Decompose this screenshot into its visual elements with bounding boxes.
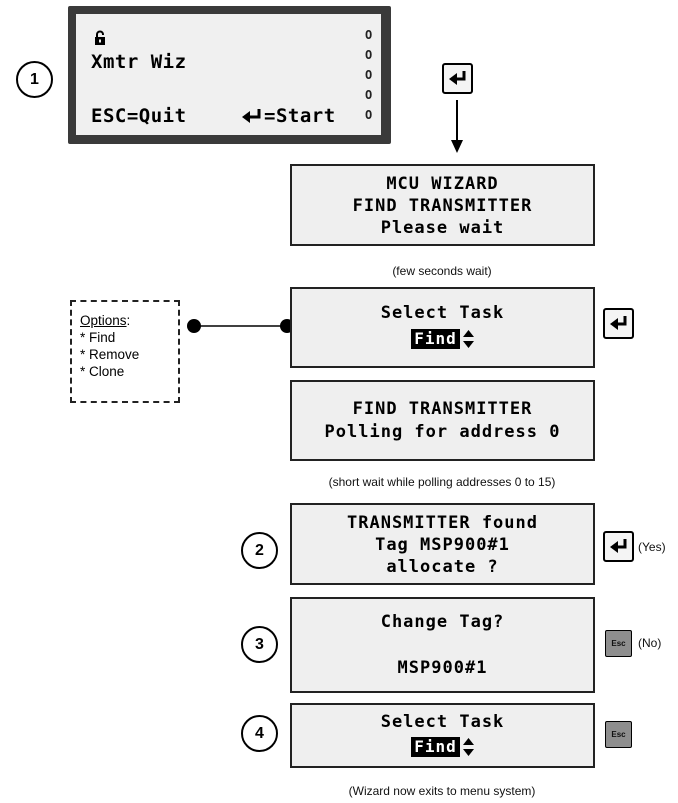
option-item-clone: * Clone: [80, 364, 125, 379]
answer-yes: (Yes): [638, 540, 666, 554]
screen-select-task: Select Task Find: [290, 287, 595, 368]
step-number-3: 3: [241, 626, 278, 663]
options-title: Options: [80, 313, 127, 328]
task-option-find: Find: [411, 736, 460, 757]
caption-short-wait: (short wait while polling addresses 0 to…: [328, 475, 556, 489]
screen-change-tag: Change Tag? MSP900#1: [290, 597, 595, 693]
caption-exit: (Wizard now exits to menu system): [348, 784, 536, 798]
status-led-4: O: [365, 88, 373, 102]
option-item-find: * Find: [80, 330, 116, 345]
screen-line: Tag MSP900#1: [375, 535, 510, 555]
enter-key-button[interactable]: [442, 63, 473, 94]
screen-line: Polling for address 0: [324, 422, 561, 442]
enter-key-icon: [448, 71, 465, 85]
esc-key-icon: Esc: [611, 730, 626, 739]
device-title: Xmtr Wiz: [91, 51, 187, 73]
up-down-arrow-icon: [462, 329, 474, 348]
enter-arrow-icon: [242, 109, 261, 123]
task-option-find: Find: [411, 328, 460, 349]
esc-key-button[interactable]: Esc: [605, 630, 632, 657]
enter-key-button[interactable]: [603, 531, 634, 562]
screen-line: Change Tag?: [380, 612, 505, 632]
screen-transmitter-found: TRANSMITTER found Tag MSP900#1 allocate …: [290, 503, 595, 585]
device-start-label: =Start: [264, 105, 336, 127]
status-led-1: O: [365, 28, 373, 42]
screen-line: FIND TRANSMITTER: [352, 196, 533, 216]
esc-key-icon: Esc: [611, 639, 626, 648]
screen-line: TRANSMITTER found: [347, 513, 538, 533]
screen-line: MSP900#1: [397, 658, 488, 678]
screen-line: Select Task: [380, 712, 505, 732]
enter-key-icon: [609, 539, 626, 553]
step-number-4: 4: [241, 715, 278, 752]
screen-line: Select Task: [380, 303, 505, 323]
options-colon: :: [126, 313, 131, 328]
options-connector: [187, 319, 294, 333]
answer-no: (No): [638, 636, 662, 650]
screen-polling: FIND TRANSMITTER Polling for address 0: [290, 380, 595, 461]
enter-key-button[interactable]: [603, 308, 634, 339]
caption-few-seconds: (few seconds wait): [392, 264, 492, 278]
option-item-remove: * Remove: [80, 347, 140, 362]
screen-line: Please wait: [380, 218, 505, 238]
device-lcd: Xmtr Wiz ESC=Quit =Start O O O O O: [76, 14, 381, 135]
padlock-icon: [95, 30, 105, 45]
up-down-arrow-icon: [462, 737, 474, 756]
screen-select-task-final: Select Task Find: [290, 703, 595, 768]
status-led-2: O: [365, 48, 373, 62]
screen-line: allocate ?: [386, 557, 499, 577]
esc-key-button[interactable]: Esc: [605, 721, 632, 748]
step-number-2: 2: [241, 532, 278, 569]
options-box: Options: * Find * Remove * Clone: [70, 300, 180, 403]
screen-line: MCU WIZARD: [386, 174, 499, 194]
device-esc-label: ESC=Quit: [91, 105, 187, 127]
flow-down-arrow: [451, 100, 463, 153]
screen-line: FIND TRANSMITTER: [352, 399, 533, 419]
status-led-3: O: [365, 68, 373, 82]
screen-mcu-wizard: MCU WIZARD FIND TRANSMITTER Please wait: [290, 164, 595, 246]
status-led-5: O: [365, 108, 373, 122]
step-number-1: 1: [16, 61, 53, 98]
enter-key-icon: [609, 316, 626, 330]
